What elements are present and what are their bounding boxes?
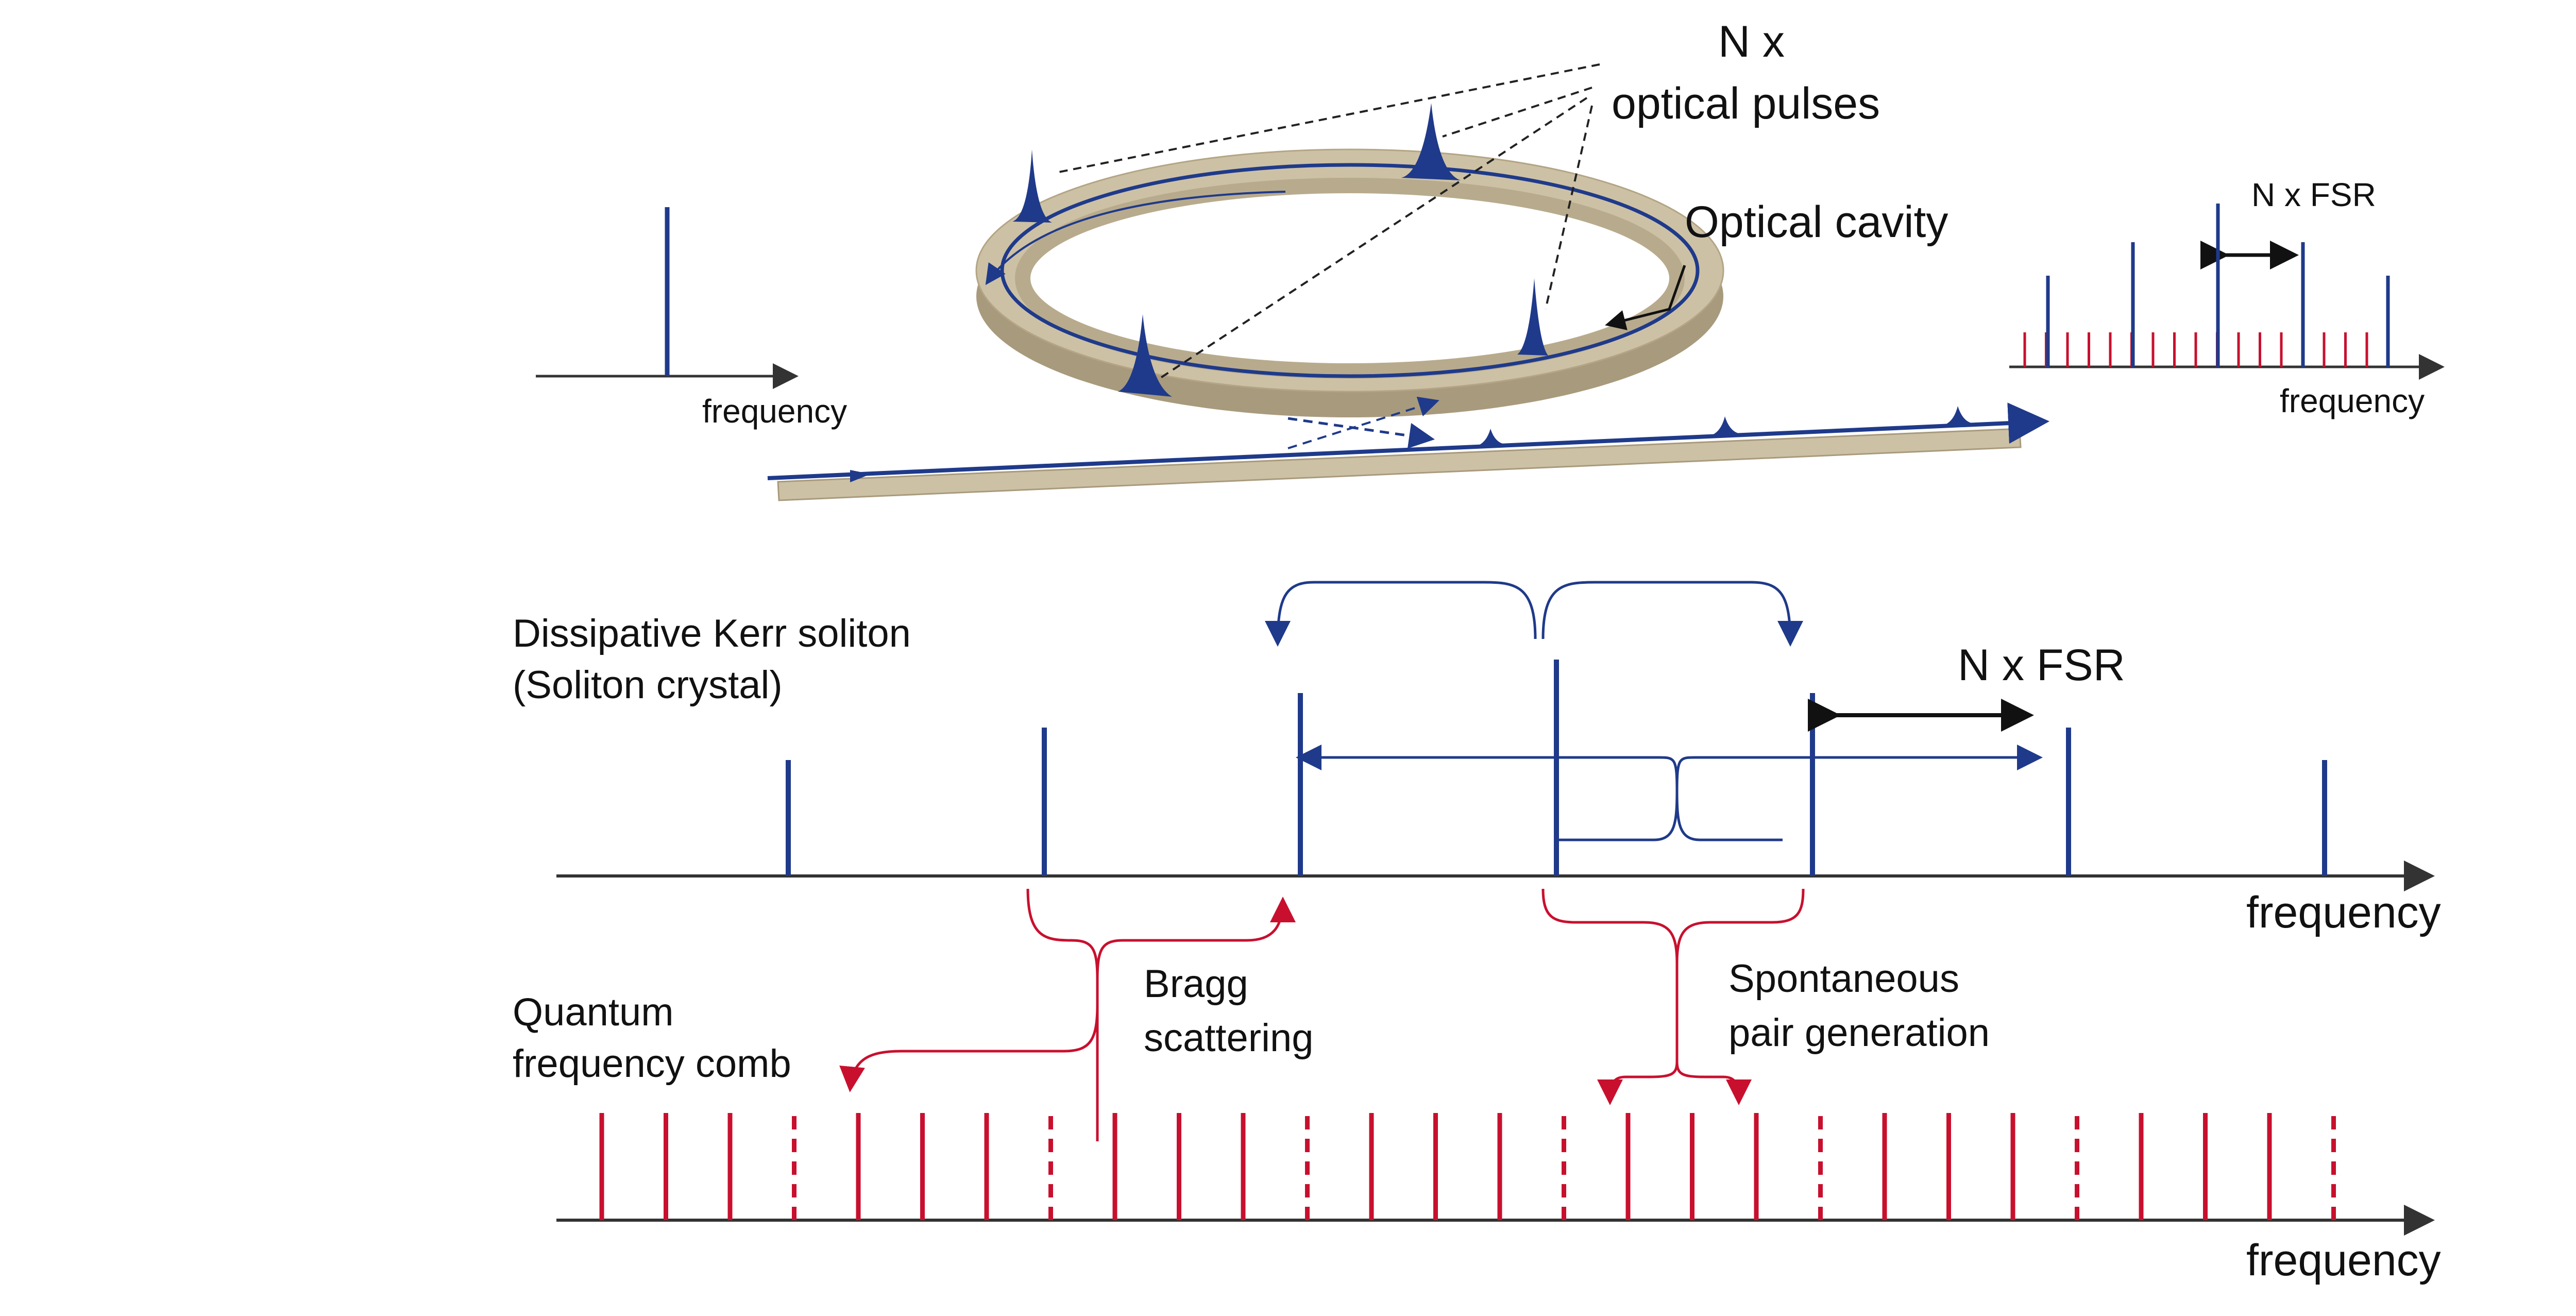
bragg-brace: [1026, 888, 1099, 1141]
dks-label-line1: Dissipative Kerr soliton: [513, 612, 911, 655]
middle-spacing-label: N x FSR: [1958, 640, 2125, 690]
bragg-brace-down: [839, 1004, 1099, 1092]
spg-brace: [1541, 888, 1679, 1061]
ring-pulse-front: [1118, 314, 1172, 397]
qfc-label-line2: frequency comb: [513, 1042, 791, 1086]
bus-beam-arrow: [850, 470, 871, 482]
pulse-pointer-lines: [1056, 63, 1600, 380]
bus-waveguide-body: [777, 428, 2022, 501]
pointer-line-4: [1158, 97, 1588, 380]
bus-pulse-1: [1476, 429, 1505, 446]
coupling-arrow-left: [1558, 756, 1679, 841]
qfc-label-line1: Quantum: [513, 990, 674, 1034]
bus-pulse-3: [1942, 406, 1974, 426]
bottom-axis-label: frequency: [2246, 1236, 2441, 1285]
top-right-comb: N x FSR frequency: [2009, 176, 2445, 419]
spg-arrow-right: [1675, 1061, 1752, 1105]
quantum-comb-lines: [599, 1113, 2336, 1220]
spg-brace-right: [1675, 888, 1805, 964]
ring-inner-wall: [1015, 178, 1685, 379]
spg-arrow-left: [1597, 1061, 1679, 1105]
coupling-arrow-right: [1675, 756, 1783, 841]
pointer-line-3: [1545, 105, 1593, 310]
optical-cavity-pointer: [1605, 265, 1686, 330]
pulses-label-line2: optical pulses: [1612, 79, 1880, 128]
bus-pulse-2: [1709, 416, 1741, 436]
dks-label-line2: (Soliton crystal): [513, 663, 783, 707]
ring-pulse-right: [1517, 278, 1548, 356]
top-right-blue-lines: [2046, 204, 2390, 367]
bragg-label-line1: Bragg: [1144, 962, 1248, 1006]
fwm-arrow-right: [1541, 581, 1803, 647]
spg-label-line2: pair generation: [1728, 1011, 1990, 1055]
ring-hole: [1023, 180, 1677, 366]
ring-cavity: [975, 103, 1724, 449]
ring-pulse-top: [1401, 103, 1461, 180]
pump-spectrum: frequency: [536, 207, 847, 430]
top-right-red-teeth: [2023, 332, 2389, 367]
bragg-label-line2: scattering: [1144, 1016, 1314, 1060]
coupling-dash-1: [1287, 417, 1435, 449]
pulses-label-line1: N x: [1718, 17, 1785, 66]
pump-axis-label: frequency: [702, 393, 847, 430]
optical-cavity-label: Optical cavity: [1685, 197, 1948, 247]
bragg-brace-up: [1096, 897, 1296, 980]
pointer-line-1: [1056, 63, 1600, 174]
soliton-comb-lines: [786, 660, 2327, 876]
bus-waveguide: [767, 402, 2049, 501]
ring-pulse-left: [1012, 149, 1052, 223]
coupling-dash-2: [1287, 396, 1439, 449]
bus-waveguide-beam: [767, 402, 2049, 480]
pointer-line-2: [1442, 87, 1592, 138]
middle-axis-label: frequency: [2246, 888, 2441, 937]
spg-label-line1: Spontaneous: [1728, 957, 1959, 1001]
top-right-spacing-label: N x FSR: [2251, 176, 2376, 213]
ring-circulation-arrow: [985, 191, 1286, 285]
fwm-arrow-left: [1265, 581, 1537, 647]
top-right-axis-label: frequency: [2280, 382, 2425, 419]
